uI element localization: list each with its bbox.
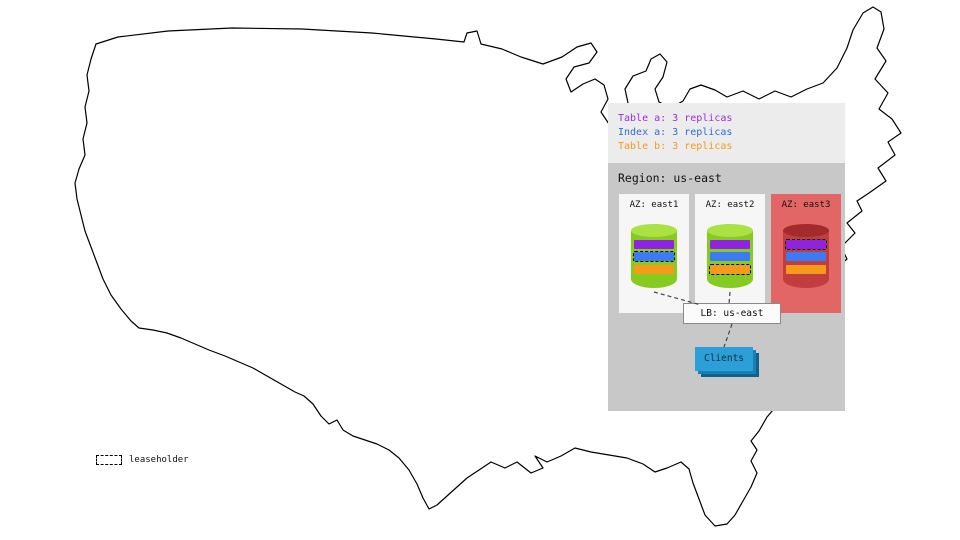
az-east1: AZ: east1 <box>619 194 689 313</box>
az-east1-label: AZ: east1 <box>629 200 679 210</box>
replica-index-a-leaseholder <box>633 251 675 262</box>
az-east2-label: AZ: east2 <box>705 200 755 210</box>
replica-index-a <box>710 252 750 261</box>
clients-box: Clients <box>695 347 753 371</box>
legend-index-a: Index a: 3 replicas <box>618 127 733 138</box>
load-balancer-label: LB: us-east <box>700 308 764 319</box>
replica-table-b <box>786 265 826 274</box>
az-east2: AZ: east2 <box>695 194 765 313</box>
replica-table-a-leaseholder <box>785 239 827 250</box>
replica-table-a <box>710 240 750 249</box>
replica-legend-panel: Table a: 3 replicas Index a: 3 replicas … <box>608 103 845 163</box>
leaseholder-label: leaseholder <box>129 454 189 465</box>
clients-label: Clients <box>703 353 745 364</box>
replica-table-a <box>634 240 674 249</box>
az-east3: AZ: east3 <box>771 194 841 313</box>
replica-table-b <box>634 265 674 274</box>
replica-index-a <box>786 252 826 261</box>
db-cylinder-top <box>631 224 677 237</box>
leaseholder-legend: leaseholder <box>96 449 189 468</box>
az-east3-label: AZ: east3 <box>781 200 831 210</box>
region-panel: Region: us-east AZ: east1 AZ: east2 AZ: … <box>608 163 845 411</box>
load-balancer: LB: us-east <box>683 303 781 324</box>
db-cylinder-top <box>783 224 829 237</box>
legend-table-b: Table b: 3 replicas <box>618 141 733 152</box>
replica-table-b-leaseholder <box>709 264 751 275</box>
legend-table-a: Table a: 3 replicas <box>618 113 733 124</box>
leaseholder-swatch <box>96 454 122 465</box>
db-cylinder-top <box>707 224 753 237</box>
region-title: Region: us-east <box>618 171 722 185</box>
